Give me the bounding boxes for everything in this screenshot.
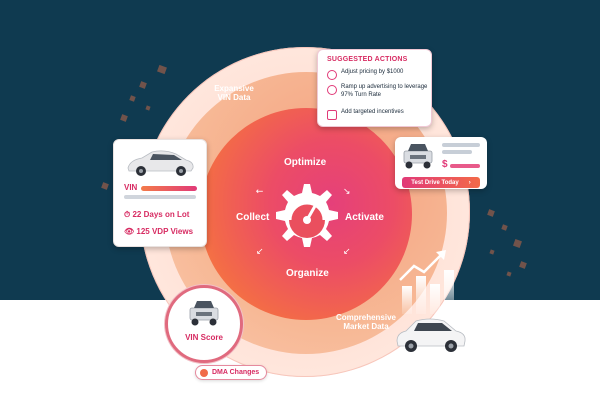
comprehensive-market-data-label: Comprehensive Market Data bbox=[335, 313, 397, 332]
organize-label: Organize bbox=[286, 268, 329, 279]
expansive-vin-data-label: Expansive VIN Data bbox=[214, 84, 254, 103]
action-item[interactable]: Add targeted incentives bbox=[327, 109, 431, 120]
megaphone-icon bbox=[327, 85, 337, 95]
cycle-arrow-icon: ↙ bbox=[256, 246, 264, 256]
vin-card[interactable]: VIN ⏱ 22 Days on Lot 👁 125 VDP Views bbox=[113, 139, 207, 247]
dma-changes-label: DMA Changes bbox=[212, 369, 260, 376]
chart-bar bbox=[444, 270, 454, 314]
vdp-views-stat: 👁 125 VDP Views bbox=[124, 227, 194, 236]
truck-icon bbox=[189, 301, 219, 326]
trend-arrow-icon bbox=[399, 250, 446, 281]
optimize-label: Optimize bbox=[284, 157, 327, 168]
vin-progress-bar bbox=[141, 186, 197, 191]
action-item[interactable]: Ramp up advertising to leverage 97% Turn… bbox=[327, 84, 431, 100]
chevron-right-icon: › bbox=[468, 179, 471, 186]
chart-bar bbox=[416, 276, 426, 314]
cycle-arrow-icon: ↙ bbox=[343, 246, 351, 256]
clock-icon: ⏱ bbox=[124, 210, 131, 219]
collect-label: Collect bbox=[236, 212, 270, 223]
test-drive-card[interactable]: $ Test Drive Today › bbox=[395, 137, 487, 189]
chart-bar bbox=[402, 286, 412, 314]
vin-score-circle[interactable]: VIN Score bbox=[165, 285, 243, 363]
cycle-arrow-icon: ↘ bbox=[343, 186, 351, 196]
pricing-icon bbox=[327, 70, 337, 80]
vin-label: VIN bbox=[124, 183, 138, 192]
price-dollar: $ bbox=[442, 159, 448, 170]
gear-gauge-icon bbox=[265, 172, 349, 256]
truck-icon bbox=[403, 144, 433, 169]
activate-label: Activate bbox=[345, 212, 384, 223]
growth-bar-chart bbox=[400, 268, 460, 314]
suggested-actions-title: SUGGESTED ACTIONS bbox=[327, 56, 408, 63]
vin-score-label: VIN Score bbox=[185, 333, 223, 342]
placeholder-line bbox=[442, 143, 480, 147]
placeholder-line bbox=[442, 150, 472, 154]
placeholder-bar bbox=[124, 195, 196, 199]
price-bar bbox=[450, 164, 480, 168]
dma-changes-pill[interactable]: DMA Changes bbox=[195, 365, 267, 380]
action-item[interactable]: Adjust pricing by $1000 bbox=[327, 69, 431, 80]
days-on-lot-stat: ⏱ 22 Days on Lot bbox=[124, 210, 190, 219]
chart-bar bbox=[430, 284, 440, 314]
suggested-actions-card[interactable]: SUGGESTED ACTIONS Adjust pricing by $100… bbox=[317, 49, 432, 127]
eye-icon: 👁 bbox=[124, 227, 135, 236]
sedan-car-icon bbox=[127, 150, 194, 176]
test-drive-button[interactable]: Test Drive Today › bbox=[402, 177, 480, 188]
suv-car-icon bbox=[396, 318, 466, 352]
location-pin-icon bbox=[200, 368, 208, 377]
checkbox-icon bbox=[327, 110, 337, 120]
